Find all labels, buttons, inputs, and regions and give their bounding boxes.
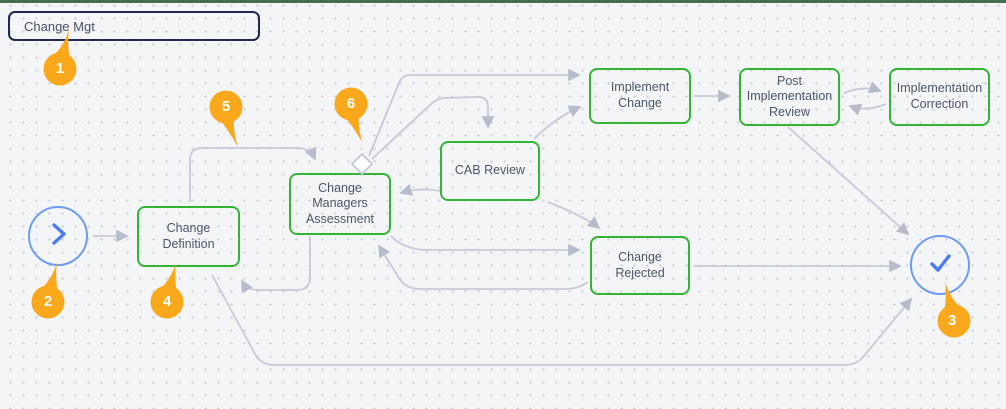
annotation-badge-3: 3: [931, 279, 975, 339]
connection-cab-review-to-change-rejected[interactable]: [547, 201, 601, 230]
connection-cab-review-to-implement-change[interactable]: [533, 105, 582, 140]
badge-number: 1: [55, 60, 65, 77]
node-label: CAB Review: [454, 163, 526, 178]
badge-number: 5: [221, 98, 231, 115]
node-label: Change Rejected: [615, 249, 665, 280]
chevron-right-icon: [43, 219, 73, 254]
node-label: Implementation Correction: [896, 81, 983, 111]
badge-number: 6: [346, 95, 356, 112]
node-label: Post Implementation Review: [746, 73, 833, 119]
connection-post-implementation-review-to-implementation-correction[interactable]: [843, 81, 882, 94]
badge-number: 3: [947, 312, 957, 329]
connection-change-definition-to-end[interactable]: [211, 274, 913, 366]
connection-implementation-correction-to-post-implementation-review[interactable]: [848, 103, 887, 116]
connection-cab-review-to-assessment[interactable]: [399, 183, 441, 196]
badge-number: 4: [162, 293, 172, 310]
annotation-badge-5: 5: [205, 89, 249, 149]
gateway-diamond[interactable]: [350, 152, 374, 176]
workflow-name-input[interactable]: [8, 11, 260, 41]
node-change-definition[interactable]: Change Definition: [137, 206, 240, 267]
connection-assessment-to-change-definition[interactable]: [241, 236, 311, 294]
node-implementation-correction[interactable]: Implementation Correction: [889, 68, 990, 126]
node-change-managers-assessment[interactable]: Change Managers Assessment: [289, 173, 391, 235]
connections-layer: [93, 68, 913, 366]
start-node[interactable]: [28, 206, 88, 266]
node-implement-change[interactable]: Implement Change: [589, 68, 691, 124]
node-post-implementation-review[interactable]: Post Implementation Review: [739, 68, 840, 126]
annotation-badge-6: 6: [330, 86, 374, 146]
node-label: Change Definition: [162, 220, 215, 251]
badge-number: 2: [43, 293, 53, 310]
annotation-badge-2: 2: [27, 260, 71, 320]
annotation-badge-1: 1: [39, 27, 83, 87]
connection-post-implementation-review-to-end[interactable]: [787, 126, 910, 236]
checkmark-icon: [924, 247, 956, 284]
end-node[interactable]: [910, 235, 970, 295]
node-cab-review[interactable]: CAB Review: [440, 141, 540, 201]
connection-change-rejected-to-assessment[interactable]: [378, 244, 589, 290]
connection-assessment-to-cab-review[interactable]: [371, 96, 495, 160]
connection-change-definition-to-assessment[interactable]: [189, 146, 317, 202]
connection-assessment-to-change-rejected[interactable]: [390, 235, 581, 257]
node-label: Implement Change: [610, 80, 670, 110]
connection-assessment-to-implement-change[interactable]: [368, 68, 581, 157]
node-label: Change Managers Assessment: [305, 180, 375, 226]
node-change-rejected[interactable]: Change Rejected: [590, 236, 690, 295]
annotation-badge-4: 4: [146, 260, 190, 320]
